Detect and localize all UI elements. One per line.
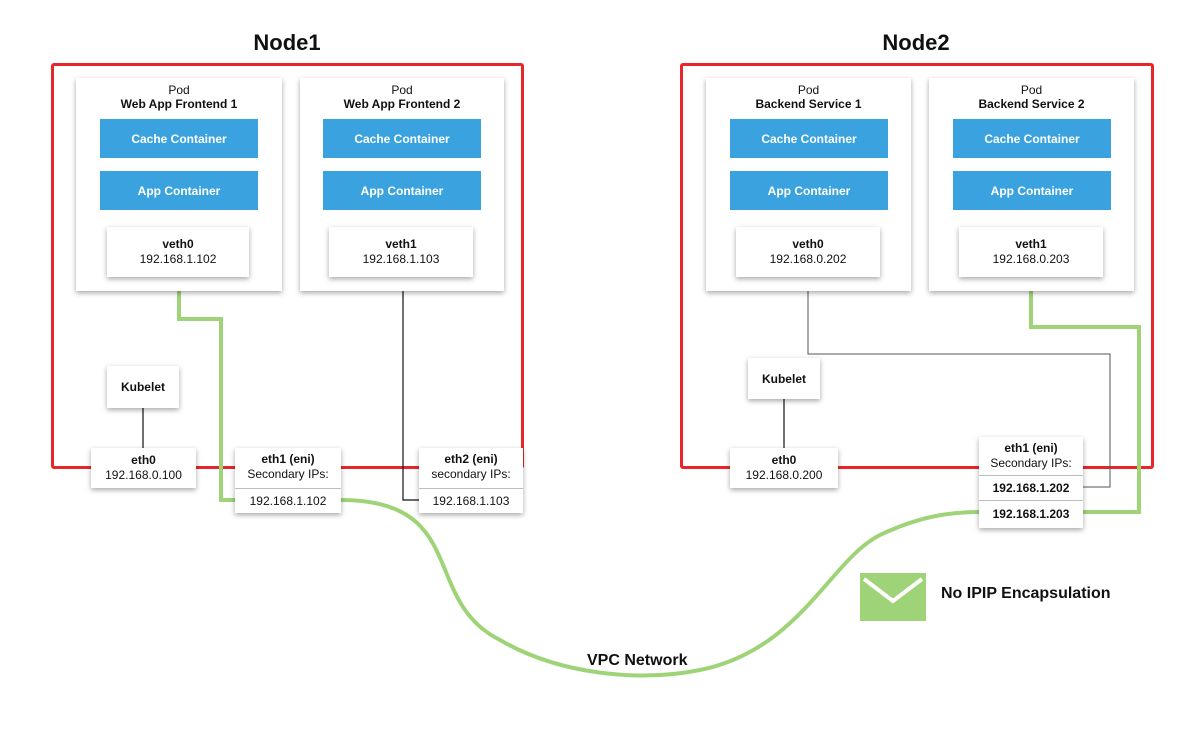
- eni-header: eth1 (eni) Secondary IPs:: [235, 448, 341, 486]
- cache-container[interactable]: Cache Container: [323, 119, 481, 158]
- app-container[interactable]: App Container: [100, 171, 258, 210]
- eni-secondary-ip: 192.168.1.103: [419, 488, 523, 513]
- veth-name: veth1: [1015, 237, 1047, 251]
- veth-ip: 192.168.0.202: [769, 252, 847, 266]
- app-container[interactable]: App Container: [730, 171, 888, 210]
- pod-backend-service-1[interactable]: Pod Backend Service 1 Cache Container Ap…: [706, 78, 911, 291]
- pod1-eni-path: [177, 276, 236, 502]
- veth-name: veth0: [162, 237, 194, 251]
- eni-secondary-ip: 192.168.1.203: [979, 500, 1083, 526]
- veth-ip: 192.168.1.102: [139, 252, 217, 266]
- node2-eth1-eni[interactable]: eth1 (eni) Secondary IPs: 192.168.1.202 …: [979, 437, 1083, 528]
- node1-eth1-eni[interactable]: eth1 (eni) Secondary IPs: 192.168.1.102: [235, 448, 341, 513]
- pod-name: Web App Frontend 2: [343, 97, 461, 111]
- nic-name: eth1 (eni): [1004, 440, 1058, 455]
- pod-name: Web App Frontend 1: [120, 97, 238, 111]
- cache-container[interactable]: Cache Container: [730, 119, 888, 158]
- pod-label: Pod Web App Frontend 1: [76, 83, 282, 111]
- nic-subtitle: secondary IPs:: [431, 467, 511, 481]
- node1-eth0[interactable]: eth0 192.168.0.100: [91, 448, 196, 488]
- veth-name: veth1: [385, 237, 417, 251]
- pod-kind: Pod: [1020, 83, 1043, 97]
- vpc-network-label: VPC Network: [587, 652, 688, 669]
- pod-name: Backend Service 2: [978, 97, 1085, 111]
- pod-kind: Pod: [797, 83, 820, 97]
- nic-name: eth2 (eni): [444, 452, 498, 466]
- app-container[interactable]: App Container: [323, 171, 481, 210]
- node2-eth0[interactable]: eth0 192.168.0.200: [730, 448, 838, 488]
- pod-label: Pod Backend Service 1: [706, 83, 911, 111]
- node1-eth2-eni[interactable]: eth2 (eni) secondary IPs: 192.168.1.103: [419, 448, 523, 513]
- veth-name: veth0: [792, 237, 824, 251]
- nic-subtitle: Secondary IPs:: [247, 467, 329, 481]
- pod-web-frontend-2[interactable]: Pod Web App Frontend 2 Cache Container A…: [300, 78, 504, 291]
- pod-kind: Pod: [168, 83, 190, 97]
- eni-header: eth1 (eni) Secondary IPs:: [979, 437, 1083, 474]
- pod-name: Backend Service 1: [755, 97, 862, 111]
- pod-label: Pod Backend Service 2: [929, 83, 1134, 111]
- node1-title: Node1: [253, 30, 321, 55]
- pod-kind: Pod: [391, 83, 413, 97]
- veth1-interface[interactable]: veth1 192.168.1.103: [329, 227, 473, 277]
- veth0-interface[interactable]: veth0 192.168.1.102: [107, 227, 249, 277]
- nic-name: eth0: [771, 453, 797, 467]
- app-container[interactable]: App Container: [953, 171, 1111, 210]
- cache-container[interactable]: Cache Container: [100, 119, 258, 158]
- node2-kubelet[interactable]: Kubelet: [748, 358, 820, 399]
- pod-backend-service-2[interactable]: Pod Backend Service 2 Cache Container Ap…: [929, 78, 1134, 291]
- veth-ip: 192.168.1.103: [362, 252, 440, 266]
- nic-subtitle: Secondary IPs:: [990, 455, 1072, 470]
- backend2-eni-path: [1029, 276, 1141, 514]
- eni-secondary-ip: 192.168.1.202: [979, 475, 1083, 500]
- nic-name: eth1 (eni): [261, 452, 315, 466]
- envelope-icon: [860, 573, 926, 621]
- encapsulation-label: No IPIP Encapsulation: [941, 585, 1111, 602]
- pod2-eni-wire: [402, 276, 420, 501]
- vpc-network-path: [339, 498, 981, 678]
- veth0-interface[interactable]: veth0 192.168.0.202: [736, 227, 880, 277]
- eni-secondary-ip: 192.168.1.102: [235, 488, 341, 513]
- pod-web-frontend-1[interactable]: Pod Web App Frontend 1 Cache Container A…: [76, 78, 282, 291]
- backend1-eni-wire: [807, 276, 1111, 488]
- nic-ip: 192.168.0.200: [745, 468, 823, 482]
- pod-label: Pod Web App Frontend 2: [300, 83, 504, 111]
- node1-kubelet[interactable]: Kubelet: [107, 366, 179, 408]
- nic-ip: 192.168.0.100: [105, 468, 182, 482]
- eni-header: eth2 (eni) secondary IPs:: [419, 448, 523, 486]
- veth-ip: 192.168.0.203: [992, 252, 1070, 266]
- nic-name: eth0: [131, 453, 156, 467]
- cache-container[interactable]: Cache Container: [953, 119, 1111, 158]
- veth1-interface[interactable]: veth1 192.168.0.203: [959, 227, 1103, 277]
- node2-title: Node2: [882, 30, 950, 55]
